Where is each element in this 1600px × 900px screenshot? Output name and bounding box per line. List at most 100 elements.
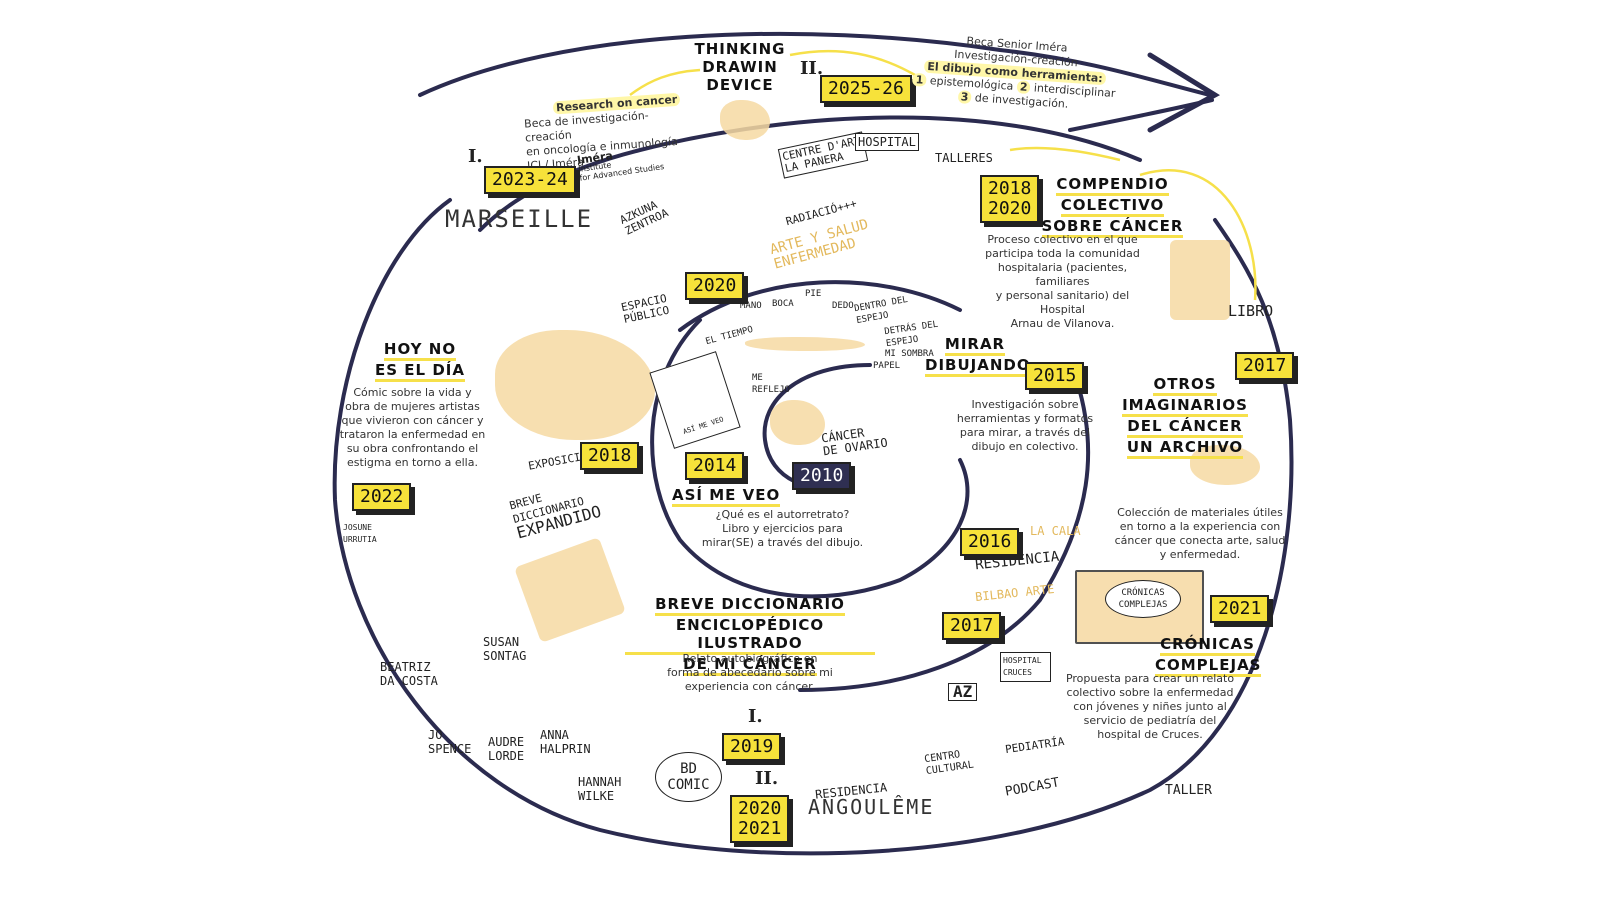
mirar-text: Investigación sobre herramientas y forma… xyxy=(950,398,1100,454)
text-line: Cómic sobre la vida y xyxy=(353,386,472,399)
item-number: 3 xyxy=(957,90,972,105)
year-badge-2017-otros: 2017 xyxy=(1235,352,1295,380)
text-line: obra de mujeres artistas xyxy=(345,400,480,413)
year-badge-2020-2021: 2020 2021 xyxy=(730,795,790,843)
phase-one-2019-label: I. xyxy=(748,706,763,727)
body-label: PIE xyxy=(805,289,822,299)
text-line: y personal sanitario) del Hospital xyxy=(995,289,1130,316)
text-line: Libro y ejercicios para xyxy=(722,522,843,535)
illustration-compendio-book xyxy=(1170,240,1230,320)
text-line: experiencia con cáncer. xyxy=(684,680,816,693)
artist-label: JOSUNE URRUTIA xyxy=(343,523,377,544)
hoy-text: Cómic sobre la vida y obra de mujeres ar… xyxy=(330,386,495,470)
text-line: forma de abecedario sobre mi xyxy=(667,666,833,679)
mirar-dibujando-title: MIRAR DIBUJANDO xyxy=(925,335,1031,377)
text-line: Relato autobiográfico en xyxy=(682,652,818,665)
title-line: COLECTIVO xyxy=(1060,196,1165,217)
bd-comic-bubble: BD COMIC xyxy=(655,752,722,802)
year-badge-2016: 2016 xyxy=(960,528,1020,556)
otros-imaginarios-title: OTROS IMAGINARIOS DEL CÁNCER UN ARCHIVO xyxy=(1120,375,1250,459)
asi-me-veo-title: ASÍ ME VEO xyxy=(672,486,781,507)
breve-text: Relato autobiográfico en forma de abeced… xyxy=(660,652,840,694)
text-line: CRÓNICAS xyxy=(1121,588,1165,598)
spiral-ring-3top xyxy=(678,280,962,332)
artist-label: JO SPENCE xyxy=(428,728,472,756)
text-line: Arnau de Vilanova. xyxy=(1010,317,1115,330)
title-line: DRAWIN xyxy=(702,58,778,76)
title-line: ES EL DÍA xyxy=(375,361,465,382)
year-badge-2022: 2022 xyxy=(352,483,412,511)
text-line: dibujo en colectivo. xyxy=(971,440,1079,453)
year-badge-2017-breve: 2017 xyxy=(942,612,1002,640)
text-line: COMPLEJAS xyxy=(1118,600,1168,610)
item-number: 1 xyxy=(912,72,927,87)
cronicas-complejas-title: CRÓNICAS COMPLEJAS xyxy=(1155,635,1262,677)
year-badge-2019: 2019 xyxy=(722,733,782,761)
year-badge-2025: 2025-26 xyxy=(820,75,912,103)
illustration-body xyxy=(745,337,865,351)
year-badge-2015: 2015 xyxy=(1025,362,1085,390)
compendio-title: COMPENDIO COLECTIVO SOBRE CÁNCER xyxy=(1040,175,1185,238)
text-line: participa toda la comunidad xyxy=(985,247,1140,260)
year-line: 2020 xyxy=(738,798,782,819)
cronicas-bubble: CRÓNICAS COMPLEJAS xyxy=(1105,580,1181,618)
talleres-label: TALLERES xyxy=(935,151,993,165)
title-line: COMPENDIO xyxy=(1056,175,1169,196)
title-line: ENCICLOPÉDICO ILUSTRADO xyxy=(625,616,875,655)
text-line: mirar(SE) a través del dibujo. xyxy=(701,536,864,549)
text-line: COMIC xyxy=(667,777,710,793)
book-cover-text: ASÍ ME VEO xyxy=(682,415,725,436)
text-line: estigma en torno a ella. xyxy=(347,456,478,469)
year-badge-2018: 2018 xyxy=(580,442,640,470)
artist-label: HANNAH WILKE xyxy=(578,775,622,803)
artist-label: SUSAN SONTAG xyxy=(483,635,527,663)
year-badge-2021: 2021 xyxy=(1210,595,1270,623)
hospital-cruces-sign: HOSPITAL CRUCES xyxy=(1000,652,1051,682)
text-line: Propuesta para crear un relato xyxy=(1065,672,1235,685)
text-line: ¿Qué es el autorretrato? xyxy=(715,508,850,521)
compendio-text: Proceso colectivo en el que participa to… xyxy=(980,233,1145,331)
angouleme-label: ANGOULÊME xyxy=(808,795,935,819)
year-badge-2010: 2010 xyxy=(792,462,852,490)
body-label: DEDO xyxy=(832,301,854,311)
title-line: DE MI CÁNCER xyxy=(683,655,817,676)
text-line: servicio de pediatría del xyxy=(1083,714,1217,727)
title-line: OTROS xyxy=(1153,375,1217,396)
title-line: THINKING xyxy=(694,40,786,58)
libro-label: LIBRO xyxy=(1228,302,1274,320)
text-line: Investigación sobre xyxy=(971,398,1079,411)
year-line: 2021 xyxy=(738,818,782,839)
illustration-exposition xyxy=(495,330,655,440)
spiral-outer-arc xyxy=(418,31,1212,97)
artist-label: AUDRE LORDE xyxy=(488,735,525,763)
illustration-crab xyxy=(1190,445,1260,485)
yellow-arrow-talleres xyxy=(1009,146,1121,162)
text-line: BD xyxy=(680,761,697,777)
body-label: ME REFLEJO xyxy=(752,373,790,395)
text-line: que vivieron con cáncer y xyxy=(341,414,484,427)
year-badge-2014: 2014 xyxy=(685,452,745,480)
phase-two-label: II. xyxy=(800,58,824,79)
illustration-cronicas-screen xyxy=(1075,570,1204,644)
text-line: trataron la enfermedad en xyxy=(339,428,486,441)
text-line: hospital de Cruces. xyxy=(1097,728,1203,741)
text-line: herramientas y formatos xyxy=(956,412,1094,425)
title-line: SOBRE CÁNCER xyxy=(1041,217,1184,238)
text-line: su obra confrontando el xyxy=(346,442,479,455)
item-number: 2 xyxy=(1016,80,1031,95)
title-line: DIBUJANDO xyxy=(925,356,1031,377)
illustration-neuron xyxy=(720,100,770,140)
title-line: ASÍ ME VEO xyxy=(672,486,781,507)
title-line: HOY NO xyxy=(383,340,457,361)
title-line: UN ARCHIVO xyxy=(1126,438,1244,459)
text-line: para mirar, a través del xyxy=(959,426,1091,439)
text-line: cáncer que conecta arte, salud xyxy=(1114,534,1286,547)
thinking-drawin-device-title: THINKING DRAWIN DEVICE xyxy=(690,40,790,94)
title-line: BREVE DICCIONARIO xyxy=(655,595,845,616)
body-label: MI SOMBRA xyxy=(885,349,934,359)
otros-text: Colección de materiales útiles en torno … xyxy=(1105,506,1295,562)
yellow-arrow-right xyxy=(789,49,916,77)
yellow-arrow-left xyxy=(629,68,701,97)
year-badge-2018-2020: 2018 2020 xyxy=(980,175,1040,223)
